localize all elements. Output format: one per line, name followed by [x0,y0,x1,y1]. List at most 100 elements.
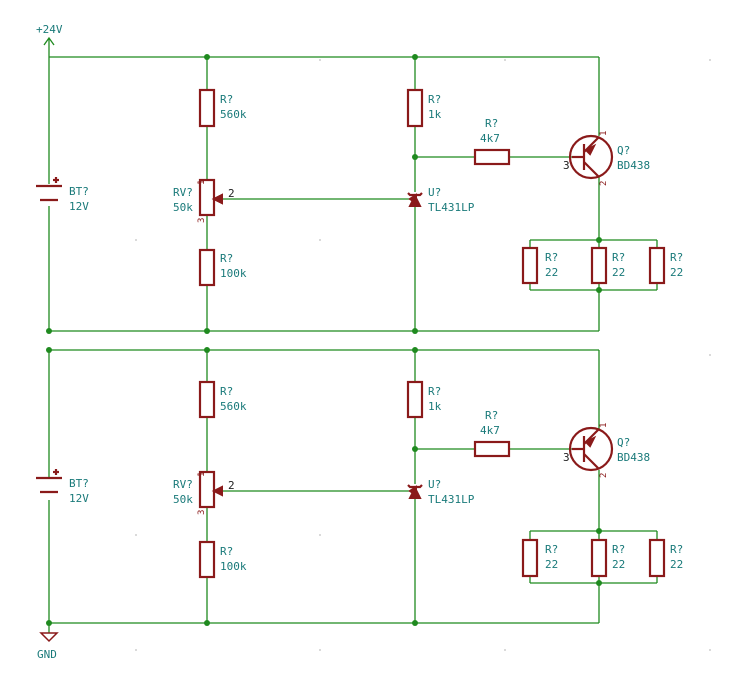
resistor-1k-bottom[interactable]: R? 1k [406,380,442,419]
resistor-value: 560k [220,400,247,413]
ground-symbol[interactable]: GND [37,623,59,661]
resistor-value: 4k7 [480,132,500,145]
resistor-ref: R? [670,251,683,264]
pot-pin2-label: 2 [228,187,235,200]
pot-value: 50k [173,493,193,506]
resistor-ref: R? [220,93,233,106]
junction [412,54,418,60]
junction [596,287,602,293]
pot-pin1-label: 1 [197,472,207,477]
resistor-value: 1k [428,400,442,413]
resistor-ref: R? [545,251,558,264]
potentiometer-bottom[interactable]: 1 2 3 RV? 50k [173,470,235,515]
resistor-ref: R? [485,409,498,422]
transistor-pin2-label: 2 [599,181,609,186]
load-resistor-2-top[interactable]: R? 22 [590,246,625,285]
battery-top[interactable]: BT? 12V [36,177,89,213]
junction [46,347,52,353]
resistor-1k-top[interactable]: R? 1k [406,88,442,128]
resistor-value: 22 [545,266,558,279]
resistor-value: 1k [428,108,442,121]
transistor-ref: Q? [617,144,630,157]
shunt-regulator-bottom[interactable]: U? TL431LP [407,478,475,506]
resistor-ref: R? [220,545,233,558]
load-resistor-2-bottom[interactable]: R? 22 [590,538,625,578]
junction [596,528,602,534]
transistor-pin3-label: 3 [563,159,570,172]
resistor-100k-top[interactable]: R? 100k [198,248,247,287]
load-resistor-1-bottom[interactable]: R? 22 [521,538,558,578]
supply-symbol[interactable]: +24V [36,23,63,57]
resistor-ref: R? [428,385,441,398]
resistor-ref: R? [612,251,625,264]
resistor-ref: R? [428,93,441,106]
transistor-value: BD438 [617,159,650,172]
load-resistor-3-bottom[interactable]: R? 22 [648,538,683,578]
battery-value: 12V [69,200,89,213]
pot-value: 50k [173,201,193,214]
transistor-top[interactable]: 1 2 3 Q? BD438 [563,131,650,186]
transistor-pin3-label: 3 [563,451,570,464]
shunt-ref: U? [428,186,441,199]
ground-label: GND [37,648,57,661]
junction [412,446,418,452]
stage-bottom: BT? 12V R? 560k 1 2 3 RV? 50k R? 100k R?… [36,347,683,626]
grid-dots [135,59,711,651]
resistor-value: 4k7 [480,424,500,437]
junction [46,328,52,334]
transistor-pin2-label: 2 [599,473,609,478]
junction [204,54,210,60]
resistor-4k7-bottom[interactable]: R? 4k7 [473,409,511,458]
transistor-ref: Q? [617,436,630,449]
resistor-ref: R? [545,543,558,556]
load-resistor-1-top[interactable]: R? 22 [521,246,558,285]
junction [204,620,210,626]
shunt-ref: U? [428,478,441,491]
pot-pin2-label: 2 [228,479,235,492]
resistor-value: 22 [612,266,625,279]
resistor-ref: R? [220,252,233,265]
junction [412,328,418,334]
transistor-value: BD438 [617,451,650,464]
resistor-value: 560k [220,108,247,121]
supply-label: +24V [36,23,63,36]
junction [204,347,210,353]
transistor-pin1-label: 1 [599,423,609,428]
transistor-bottom[interactable]: 1 2 3 Q? BD438 [563,423,650,478]
resistor-560k-top[interactable]: R? 560k [198,88,247,128]
shunt-value: TL431LP [428,493,475,506]
resistor-ref: R? [612,543,625,556]
resistor-value: 22 [612,558,625,571]
junction [46,620,52,626]
shunt-regulator-top[interactable]: U? TL431LP [407,186,475,214]
junction [412,347,418,353]
junction [412,154,418,160]
battery-ref: BT? [69,477,89,490]
junction [596,580,602,586]
junction [596,237,602,243]
resistor-value: 100k [220,267,247,280]
junction [412,620,418,626]
resistor-560k-bottom[interactable]: R? 560k [198,380,247,419]
transistor-pin1-label: 1 [599,131,609,136]
battery-bottom[interactable]: BT? 12V [36,469,89,505]
resistor-4k7-top[interactable]: R? 4k7 [473,117,511,166]
pot-pin3-label: 3 [197,218,207,223]
junction [204,328,210,334]
pot-ref: RV? [173,478,193,491]
resistor-100k-bottom[interactable]: R? 100k [198,540,247,579]
pot-pin3-label: 3 [197,510,207,515]
battery-ref: BT? [69,185,89,198]
load-resistor-3-top[interactable]: R? 22 [648,246,683,285]
resistor-ref: R? [220,385,233,398]
pot-pin1-label: 1 [197,180,207,185]
potentiometer-top[interactable]: 1 2 3 RV? 50k [173,178,235,223]
resistor-value: 22 [670,266,683,279]
stage-top: BT? 12V R? 560k 1 2 3 RV? 50k R? 100k [36,54,683,334]
arrow-icon [408,193,417,205]
shunt-value: TL431LP [428,201,475,214]
battery-value: 12V [69,492,89,505]
pot-ref: RV? [173,186,193,199]
resistor-value: 22 [545,558,558,571]
